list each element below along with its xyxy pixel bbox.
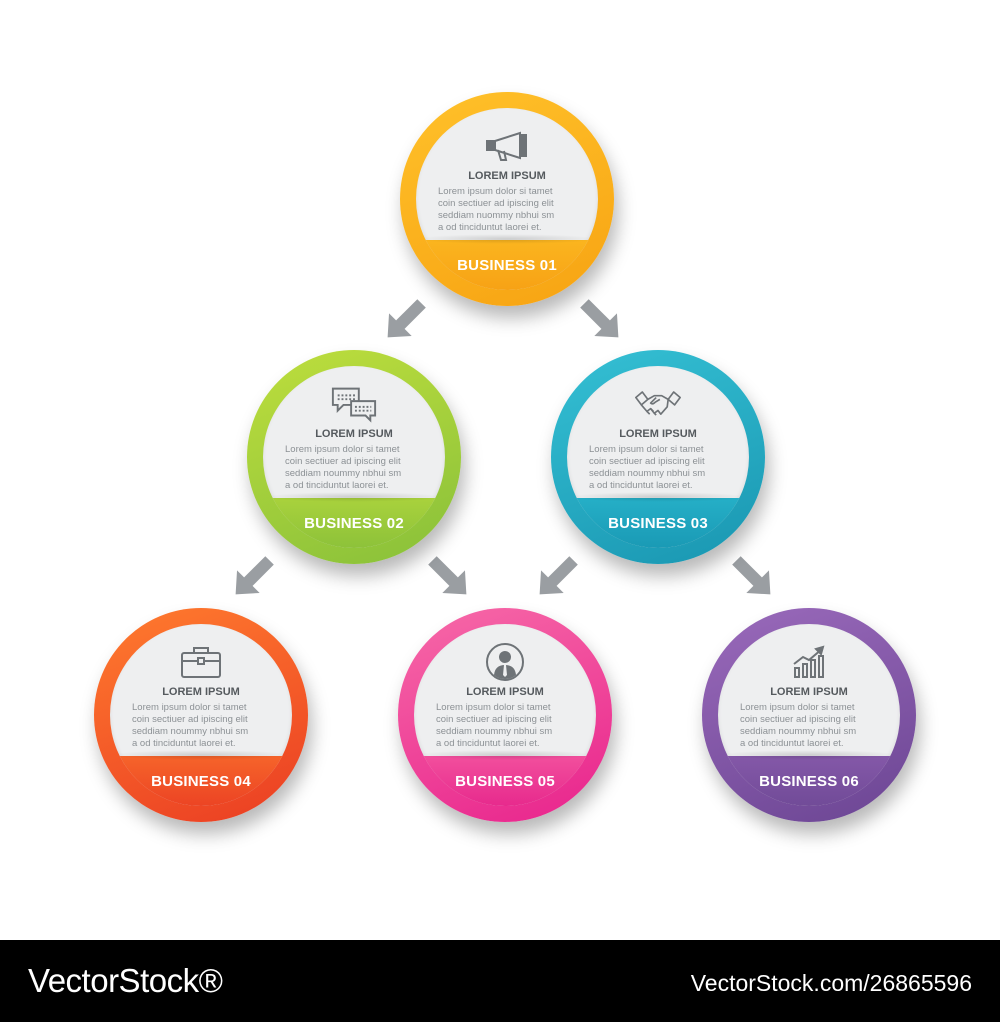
node-inner: LOREM IPSUM Lorem ipsum dolor si tamet c…: [110, 624, 292, 806]
node-description: Lorem ipsum dolor si tamet coin sectiuer…: [436, 702, 553, 749]
node-business-01: LOREM IPSUM Lorem ipsum dolor si tamet c…: [400, 92, 614, 306]
node-inner: LOREM IPSUM Lorem ipsum dolor si tamet c…: [263, 366, 445, 548]
node-inner: LOREM IPSUM Lorem ipsum dolor si tamet c…: [567, 366, 749, 548]
node-business-03: LOREM IPSUM Lorem ipsum dolor si tamet c…: [551, 350, 765, 564]
node-inner: LOREM IPSUM Lorem ipsum dolor si tamet c…: [416, 108, 598, 290]
businessman-icon: [481, 642, 529, 682]
arrow-n3-to-n5: [539, 556, 578, 595]
node-business-06: LOREM IPSUM Lorem ipsum dolor si tamet c…: [702, 608, 916, 822]
node-inner: LOREM IPSUM Lorem ipsum dolor si tamet c…: [718, 624, 900, 806]
node-title: LOREM IPSUM: [315, 428, 393, 440]
node-business-04: LOREM IPSUM Lorem ipsum dolor si tamet c…: [94, 608, 308, 822]
arrow-n1-to-n3: [580, 299, 619, 338]
node-label: BUSINESS 02: [263, 498, 445, 548]
node-title: LOREM IPSUM: [466, 686, 544, 698]
node-label: BUSINESS 05: [414, 756, 596, 806]
node-description: Lorem ipsum dolor si tamet coin sectiuer…: [285, 444, 402, 491]
node-label: BUSINESS 03: [567, 498, 749, 548]
chat-bubbles-icon: [330, 384, 378, 424]
arrow-n2-to-n5: [428, 556, 467, 595]
node-description: Lorem ipsum dolor si tamet coin sectiuer…: [132, 702, 249, 749]
node-label: BUSINESS 04: [110, 756, 292, 806]
node-label: BUSINESS 06: [718, 756, 900, 806]
growth-chart-icon: [785, 642, 833, 682]
node-title: LOREM IPSUM: [619, 428, 697, 440]
node-label: BUSINESS 01: [416, 240, 598, 290]
node-description: Lorem ipsum dolor si tamet coin sectiuer…: [740, 702, 857, 749]
handshake-icon: [634, 384, 682, 424]
watermark-footer: VectorStock® VectorStock.com/26865596: [0, 940, 1000, 1022]
node-title: LOREM IPSUM: [468, 170, 546, 182]
node-business-05: LOREM IPSUM Lorem ipsum dolor si tamet c…: [398, 608, 612, 822]
brand-logo: VectorStock®: [28, 962, 223, 999]
arrow-n3-to-n6: [732, 556, 771, 595]
hierarchy-diagram: LOREM IPSUM Lorem ipsum dolor si tamet c…: [94, 92, 916, 822]
node-title: LOREM IPSUM: [770, 686, 848, 698]
arrow-n2-to-n4: [235, 556, 274, 595]
image-url: VectorStock.com/26865596: [690, 970, 972, 996]
node-inner: LOREM IPSUM Lorem ipsum dolor si tamet c…: [414, 624, 596, 806]
node-title: LOREM IPSUM: [162, 686, 240, 698]
node-description: Lorem ipsum dolor si tamet coin sectiuer…: [589, 444, 706, 491]
megaphone-icon: [483, 126, 531, 166]
node-description: Lorem ipsum dolor si tamet coin sectiuer…: [438, 186, 555, 233]
briefcase-icon: [177, 642, 225, 682]
arrow-n1-to-n2: [387, 299, 426, 338]
node-business-02: LOREM IPSUM Lorem ipsum dolor si tamet c…: [247, 350, 461, 564]
